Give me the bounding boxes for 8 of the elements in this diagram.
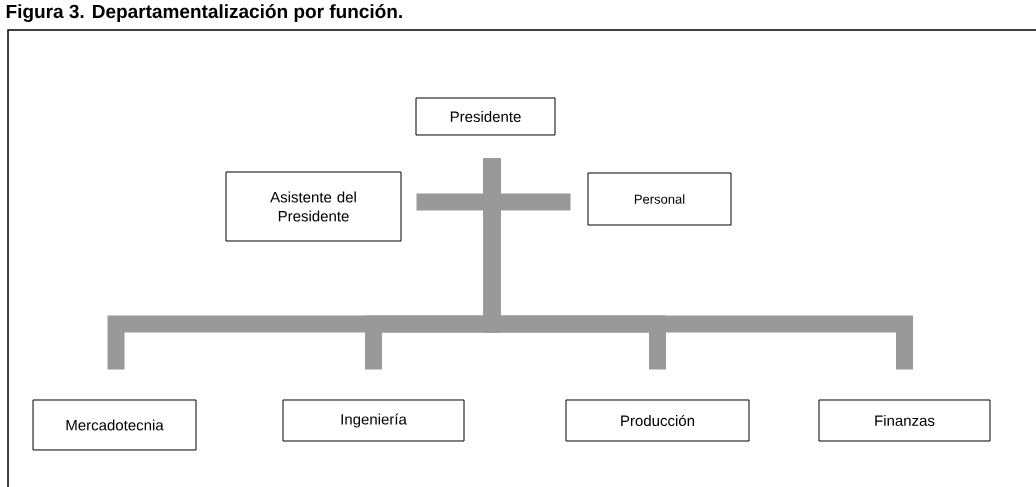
box: Ingeniería bbox=[282, 399, 465, 442]
box: Finanzas bbox=[818, 399, 991, 442]
title: Figura 3. Departamentalización por función. bbox=[6, 4, 402, 22]
box: Asistente del Presidente bbox=[225, 171, 402, 242]
box: Presidente bbox=[415, 97, 556, 136]
box: Producción bbox=[565, 399, 750, 442]
box: Personal bbox=[587, 172, 732, 226]
box: Mercadotecnia bbox=[32, 399, 197, 451]
